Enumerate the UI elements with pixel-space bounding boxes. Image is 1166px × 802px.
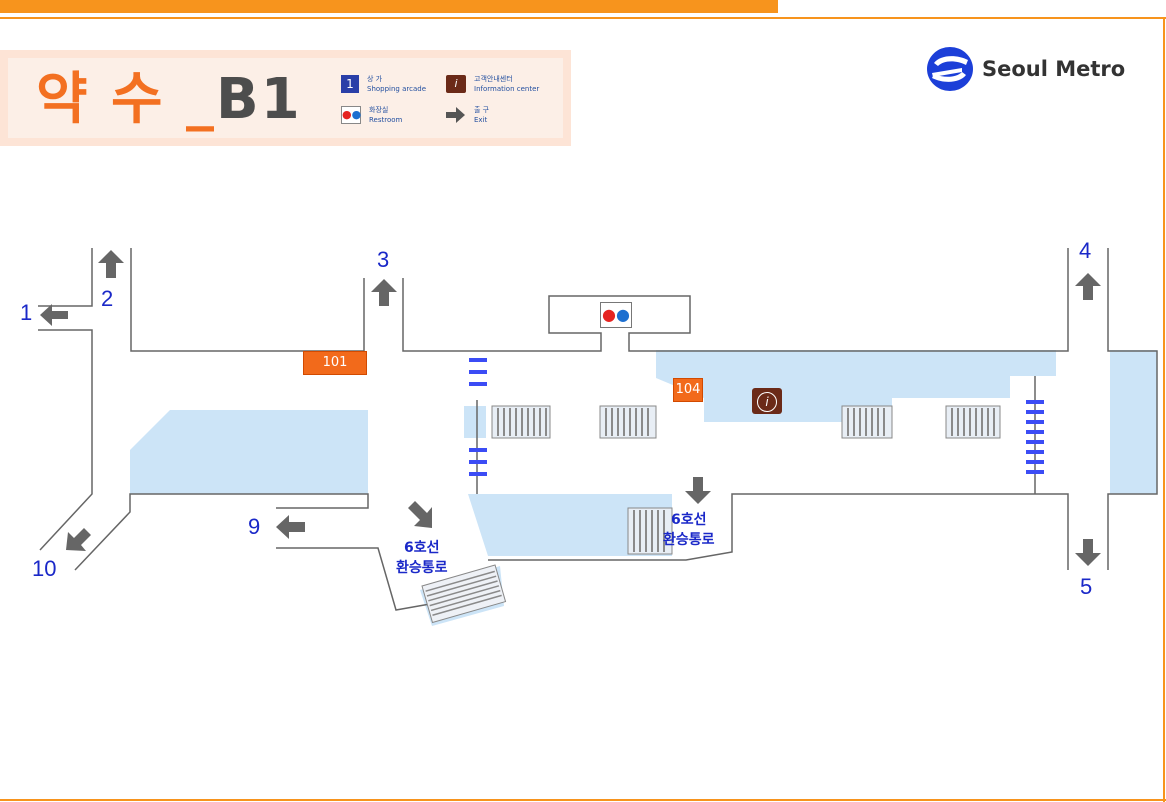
wall-south-west [276,547,431,611]
right-border-line [1163,17,1165,802]
seoul-metro-logo-icon [927,47,973,91]
arrow-left-icon [276,515,305,539]
west-area [130,410,368,494]
arrow-up-icon [371,279,397,306]
gate-area-left [464,406,486,438]
title-separator: _ [186,67,217,132]
wall-west-outer [38,248,93,307]
arrow-up-icon [1075,273,1101,300]
transfer-passage-label: 6호선 환승통로 [663,510,715,550]
escalator-5 [627,507,673,555]
page-title: 약 수 _B1 [36,72,302,128]
ticket-gates [469,358,1044,476]
legend-info-ko: 고객안내센터 [474,75,513,83]
legend-info-en: Information center [474,85,540,93]
legend-exit-ko: 출 구 [474,106,490,114]
escalator-3 [841,405,893,439]
wall-west-inner [38,329,93,551]
transfer-line: 6호선 [671,512,707,528]
escalators [421,405,1001,624]
arrow-down-left-icon [66,528,91,551]
gate-group-east [1026,400,1044,474]
escalator-4 [945,405,1001,439]
exit-number: 1 [20,300,33,325]
transfer-line: 6호선 [404,540,440,556]
information-center-icon-letter: i [757,392,777,412]
shop-label: 101 [303,351,367,375]
exit-number: 10 [32,556,57,581]
south-area [468,494,672,556]
arrow-down-icon [1075,539,1101,566]
information-center-icon-letter: i [454,77,458,90]
legend-exit-en: Exit [474,116,488,124]
information-center-icon: i [752,388,782,414]
title-panel [0,50,571,146]
transfer-passage: 환승통로 [396,560,448,576]
wall-south-east [488,493,1069,570]
floor-level: B1 [216,67,302,132]
top-accent-bar [0,0,778,13]
exit-number: 5 [1080,574,1093,599]
restroom-icon: ●● [600,302,632,328]
wall-north-mid [402,248,1069,352]
east-platform-area [1110,350,1157,494]
arrow-down-right-icon [408,501,432,528]
transfer-passage-label: 6호선 환승통로 [396,538,448,578]
legend-restroom-ko: 화장실 [369,106,389,114]
legend-restroom: ●● 화장실 Restroom [341,105,402,125]
information-center-icon: i [446,75,466,93]
arrow-down-icon [685,477,711,504]
bottom-border-line [0,799,1166,801]
legend-shopping-en: Shopping arcade [367,85,427,93]
escalator-2 [599,405,657,439]
station-name: 약 수 [36,67,165,132]
wall-north-left [130,248,365,352]
escalator-1 [491,405,551,439]
transfer-passage: 환승통로 [663,532,715,548]
arrow-up-icon [98,250,124,278]
legend-shopping-ko: 상 가 [367,75,383,83]
shopping-arcade-icon: 1 [341,75,359,93]
wall-east-north [1107,248,1158,570]
exit-number: 3 [377,247,390,272]
legend-shopping: 1 상 가 Shopping arcade [341,74,426,94]
title-panel-inner [8,58,563,138]
arrow-left-icon [40,304,68,326]
gate-group-north [469,358,487,386]
wall-corridor-bottom [74,493,369,571]
shop-label: 104 [673,378,703,402]
top-border-line [0,17,1166,19]
gate-group-south [469,448,487,476]
walls [38,248,1158,611]
legend-exit: 출 구 Exit [444,105,489,125]
restroom-icon: ●● [341,106,361,124]
legend-restroom-en: Restroom [369,116,403,124]
concourse-areas [130,350,1157,626]
exit-number: 9 [248,514,261,539]
legend-info: i 고객안내센터 Information center [446,74,539,94]
brand-name: Seoul Metro [982,57,1126,81]
exit-arrow-icon [446,107,465,123]
exit-number: 2 [101,286,114,311]
exit-number: 4 [1079,238,1092,263]
exit-arrows [40,250,1101,566]
transfer-stairs [421,564,507,624]
seoul-metro-logo: Seoul Metro [926,46,1125,92]
